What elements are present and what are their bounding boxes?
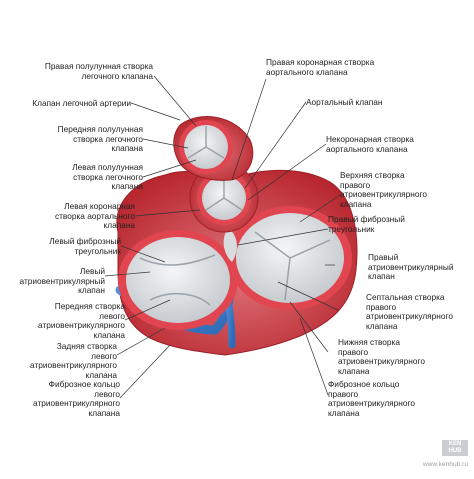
label-inferior-right-av-leaflet: Нижняя створка правого атриовентрикулярн… [338, 337, 425, 376]
label-anterior-left-av-leaflet: Передняя створка левого атриовентрикуляр… [38, 301, 125, 340]
label-right-fibrous-trigone: Правый фиброзный треугольник [328, 214, 405, 234]
label-left-coronary-aortic-cusp: Левая коронарная створка аортального кла… [54, 201, 135, 231]
label-posterior-left-av-leaflet: Задняя створка левого атриовентрикулярно… [30, 341, 117, 380]
label-right-av-valve: Правый атриовентрикулярный клапан [368, 252, 454, 282]
label-superior-right-av-leaflet: Верхняя створка правого атриовентрикуляр… [340, 170, 427, 209]
label-right-av-fibrous-ring: Фиброзное кольцо правого атриовентрикуля… [328, 379, 415, 418]
fibrous-trigone [223, 228, 237, 262]
label-left-av-fibrous-ring: Фиброзное кольцо левого атриовентрикуляр… [33, 379, 120, 418]
label-right-pulmonary-cusp: Правая полулунная створка легочного клап… [44, 61, 153, 81]
watermark: www.kenhub.ru [422, 461, 468, 468]
label-left-av-valve: Левый атриовентрикулярный клапан [19, 266, 105, 296]
label-noncoronary-aortic-cusp: Некоронарная створка аортального клапана [326, 134, 414, 154]
label-septal-right-av-leaflet: Септальная створка правого атриовентрику… [366, 292, 453, 331]
right-av-commissure [254, 231, 331, 301]
leader-lines [104, 75, 341, 399]
label-aortic-valve: Аортальный клапан [306, 97, 383, 107]
kenhub-logo: KEN HUB [442, 440, 468, 456]
left-av-commissure [139, 254, 216, 306]
pulmonary-commissure [187, 126, 225, 159]
left-av-valve [126, 237, 230, 323]
label-left-fibrous-trigone: Левый фиброзный треугольник [49, 236, 121, 256]
label-right-coronary-aortic-cusp: Правая коронарная створка аортального кл… [266, 57, 375, 77]
label-left-pulmonary-cusp: Левая полулунная створка легочного клапа… [72, 162, 143, 192]
label-anterior-pulmonary-cusp: Передняя полулунная створка легочного кл… [57, 124, 143, 154]
label-pulmonary-valve: Клапан легочной артерии [32, 98, 131, 108]
